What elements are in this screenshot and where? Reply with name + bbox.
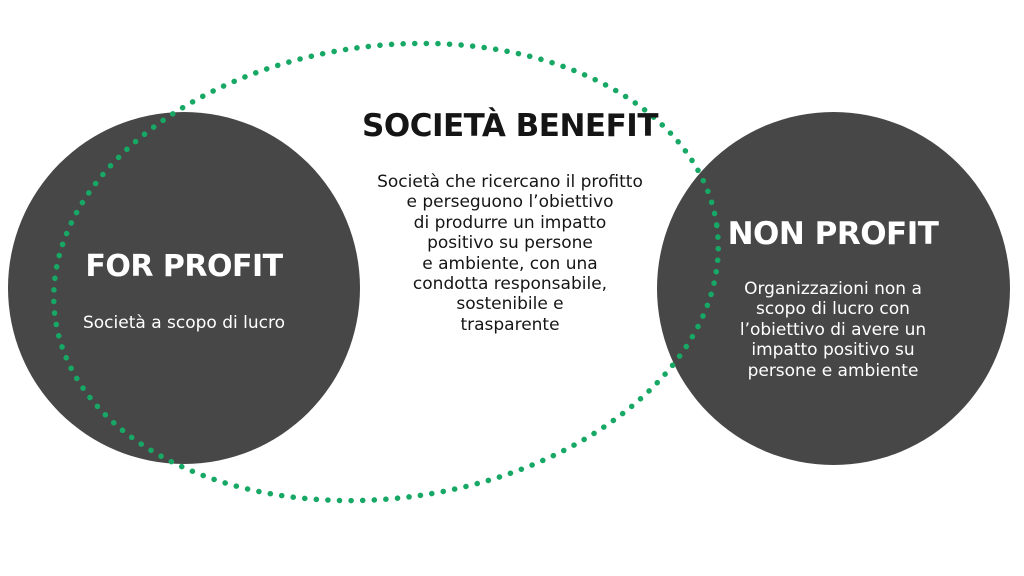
for-profit-description: Società a scopo di lucro (82, 313, 285, 333)
for-profit-circle (8, 112, 360, 464)
for-profit-title: FOR PROFIT (85, 249, 283, 284)
non-profit-title: NON PROFIT (727, 216, 939, 252)
societa-benefit-title: SOCIETÀ BENEFIT (362, 108, 658, 144)
non-profit-description: Organizzazioni non a scopo di lucro con … (739, 279, 927, 381)
societa-benefit-description: Società che ricercano il profitto e pers… (377, 172, 643, 335)
